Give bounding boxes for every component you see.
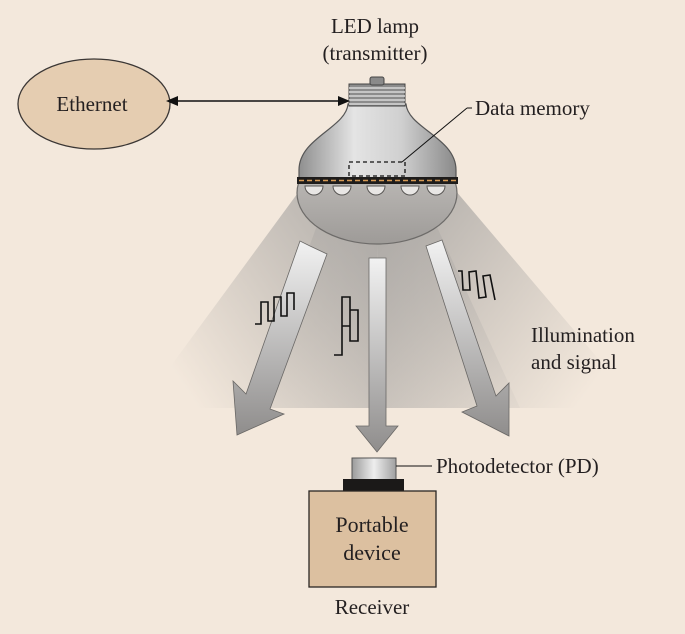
portable-device <box>308 490 437 588</box>
right-signal-waveform <box>458 270 496 301</box>
illumination-label-line2: and signal <box>531 350 617 374</box>
data-memory-box <box>348 161 406 177</box>
device-label-line2: device <box>343 540 400 565</box>
photodetector-mount <box>343 479 404 492</box>
lamp-label-line1: LED lamp <box>331 14 419 38</box>
right-signal-arrow <box>425 239 510 437</box>
lamp-body <box>298 103 457 179</box>
photodetector-label: Photodetector (PD) <box>436 454 599 478</box>
data-memory-label: Data memory <box>475 96 590 120</box>
ethernet-link-arrow <box>166 96 350 106</box>
receiver-label: Receiver <box>335 595 410 619</box>
illumination-label-line1: Illumination <box>531 323 635 347</box>
lamp-screw-base <box>348 76 406 107</box>
photodetector <box>351 457 397 481</box>
labels: LED lamp (transmitter) Ethernet Data mem… <box>56 14 635 619</box>
data-memory-leader <box>401 107 468 163</box>
led-circuit-board <box>297 177 458 184</box>
ethernet-label: Ethernet <box>56 92 127 116</box>
led-emitters <box>304 185 446 196</box>
left-signal-arrow <box>232 240 328 436</box>
lamp-label-line2: (transmitter) <box>323 41 428 65</box>
device-label-line1: Portable <box>335 512 408 537</box>
center-signal-waveform <box>334 296 359 356</box>
center-signal-arrow <box>355 257 399 453</box>
ethernet-node <box>17 58 171 150</box>
left-signal-waveform <box>255 292 295 325</box>
